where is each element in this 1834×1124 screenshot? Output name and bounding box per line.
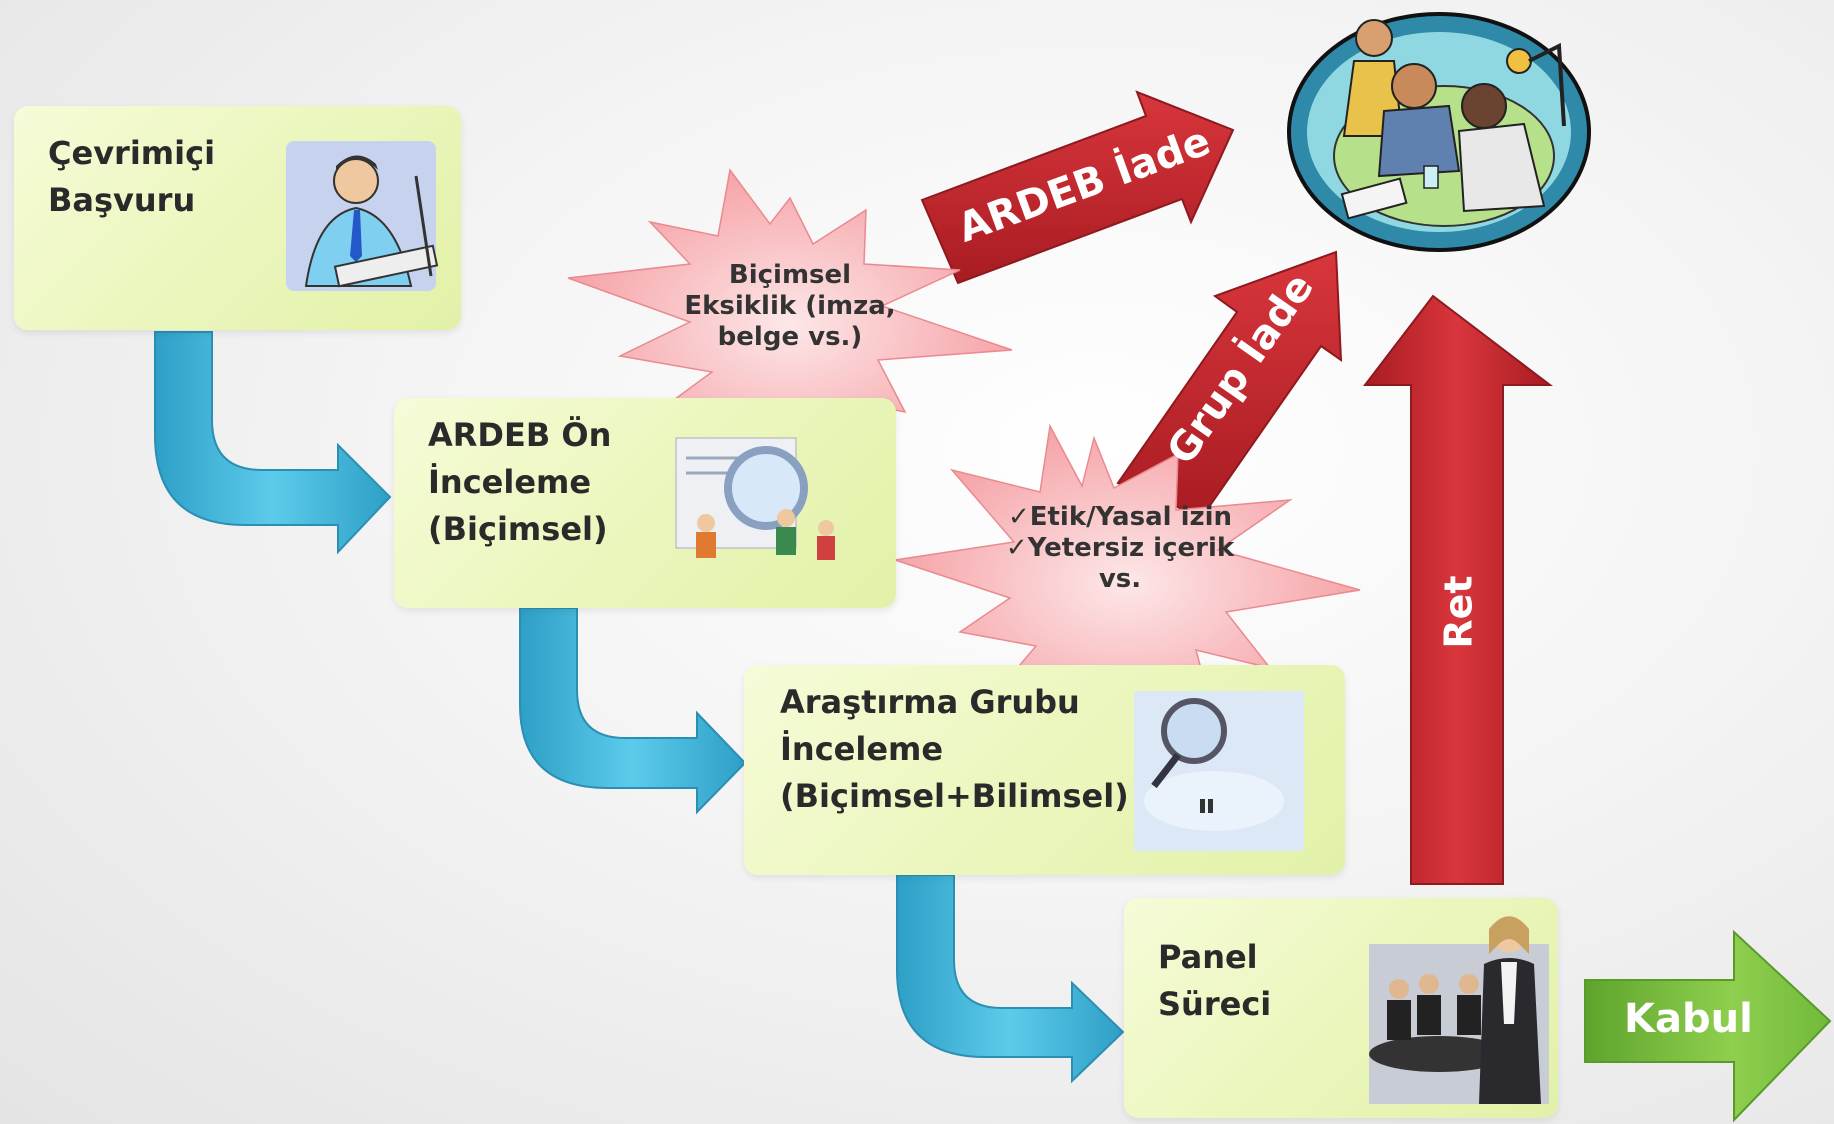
step-research-group-review-label: Araştırma Grubu İnceleme (Biçimsel+Bilim… — [780, 683, 1129, 815]
magnifier-team-icon — [675, 437, 835, 560]
group-return-arrow — [1116, 250, 1343, 519]
formal-deficiency-text: Biçimsel Eksiklik (imza, belge vs.) — [684, 260, 896, 352]
flow-arrow-3 — [896, 874, 1125, 1084]
magnifier-lens-icon — [1134, 691, 1304, 851]
frustrated-team-icon — [1287, 12, 1591, 252]
step-research-group-review: Araştırma Grubu İnceleme (Biçimsel+Bilim… — [744, 665, 1345, 875]
accept-arrow — [1584, 929, 1832, 1123]
accept-label: Kabul — [1624, 996, 1753, 1042]
flow-arrow-2 — [519, 607, 747, 815]
ethics-content-text: ✓Etik/Yasal izin ✓Yetersiz içerik vs. — [1005, 502, 1235, 594]
person-typing-icon — [286, 141, 439, 291]
step-panel-process: Panel Süreci — [1124, 898, 1558, 1118]
ardeb-return-arrow — [920, 90, 1235, 285]
step-ardeb-pre-review-label: ARDEB Ön İnceleme (Biçimsel) — [428, 416, 612, 548]
flow-arrow-1 — [154, 331, 392, 555]
step-ardeb-pre-review: ARDEB Ön İnceleme (Biçimsel) — [394, 398, 896, 608]
reject-label: Ret — [1436, 575, 1481, 649]
step-online-application: Çevrimiçi Başvuru — [14, 106, 461, 330]
step-online-application-label: Çevrimiçi Başvuru — [48, 134, 216, 219]
reject-arrow — [1362, 294, 1553, 885]
step-panel-process-label: Panel Süreci — [1158, 938, 1272, 1023]
business-meeting-icon — [1369, 916, 1549, 1104]
